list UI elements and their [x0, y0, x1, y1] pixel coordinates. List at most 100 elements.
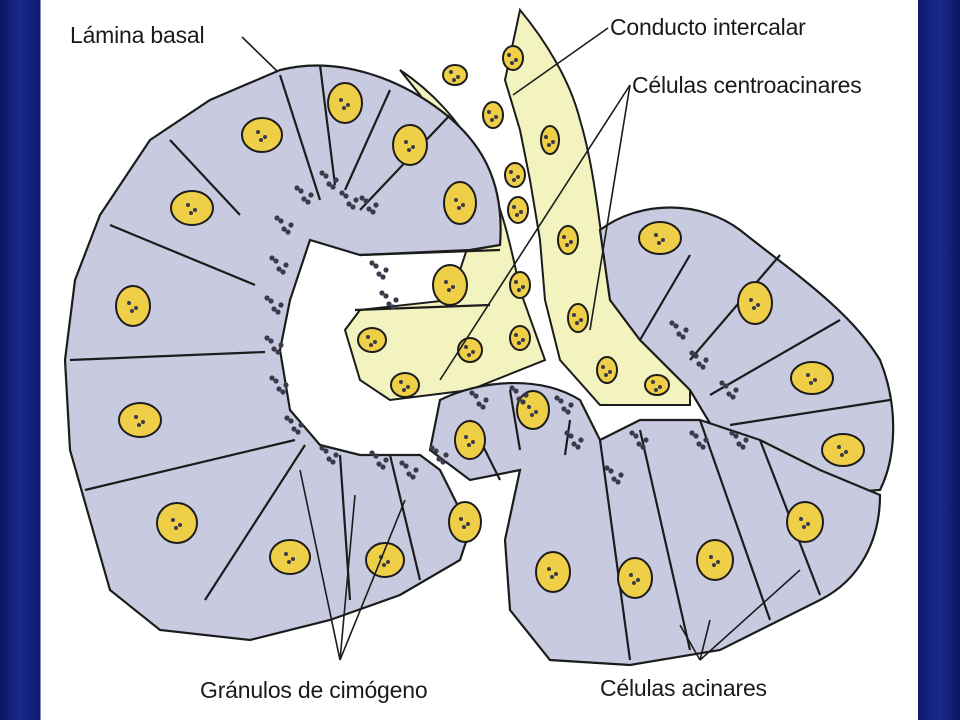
acinar-cell-divider	[359, 248, 501, 257]
nucleolus	[452, 78, 456, 82]
nucleolus	[339, 98, 343, 102]
nucleolus	[806, 373, 810, 377]
nucleolus	[127, 301, 131, 305]
acinar-cell-nucleus	[443, 181, 477, 225]
nucleolus	[456, 75, 460, 79]
nucleolus	[521, 285, 525, 289]
zymogen-granule	[509, 385, 515, 391]
acinar-cell-divider	[354, 303, 491, 312]
zymogen-granules	[127, 53, 848, 585]
zymogen-granule	[733, 387, 739, 393]
zymogen-granule	[288, 222, 294, 228]
zymogen-granule	[640, 444, 646, 450]
acinar-cell-nucleus	[535, 551, 571, 593]
zymogen-granule	[743, 437, 749, 443]
zymogen-granule	[370, 209, 376, 215]
zymogen-granule	[568, 402, 574, 408]
zymogen-granule	[476, 401, 482, 407]
zymogen-granule	[283, 382, 289, 388]
zymogen-granule	[379, 290, 385, 296]
zymogen-granule	[268, 338, 274, 344]
zymogen-granule	[288, 418, 294, 424]
zymogen-granule	[703, 437, 709, 443]
acinar-cell-nucleus	[516, 390, 550, 430]
nucleolus	[514, 333, 518, 337]
zymogen-granule	[330, 459, 336, 465]
zymogen-granule	[326, 181, 332, 187]
zymogen-granule	[429, 445, 435, 451]
zymogen-granule	[696, 361, 702, 367]
zymogen-granule	[283, 262, 289, 268]
zymogen-granule	[298, 188, 304, 194]
zymogen-granule	[693, 433, 699, 439]
zymogen-granule	[298, 422, 304, 428]
zymogen-granule	[273, 258, 279, 264]
leader-acinares-3	[699, 569, 801, 661]
nucleolus	[284, 552, 288, 556]
nucleolus	[517, 288, 521, 292]
acinar-cell-divider	[689, 254, 781, 361]
nucleolus	[654, 388, 658, 392]
zymogen-granule	[393, 297, 399, 303]
nucleolus	[399, 380, 403, 384]
zymogen-granule	[276, 386, 282, 392]
zymogen-granule	[346, 201, 352, 207]
duct-cell-nucleus	[567, 303, 589, 333]
acinar-cell-divider	[508, 389, 522, 451]
nucleolus	[137, 423, 141, 427]
duct-cell-nucleus	[557, 225, 579, 255]
nucleolus	[658, 385, 662, 389]
nucleolus	[134, 306, 138, 310]
zymogen-granule	[568, 433, 574, 439]
nucleolus	[632, 581, 636, 585]
nucleolus	[287, 560, 291, 564]
acinus-bottom	[428, 381, 882, 667]
zymogen-granule	[696, 441, 702, 447]
zymogen-granule	[469, 390, 475, 396]
acinar-cell-nucleus	[170, 190, 214, 226]
duct-cell-nucleus	[509, 271, 531, 299]
zymogen-granule	[608, 468, 614, 474]
zymogen-granule	[369, 450, 375, 456]
nucleolus	[512, 205, 516, 209]
nucleolus	[514, 280, 518, 284]
nucleolus	[259, 138, 263, 142]
acinar-cell-divider	[598, 439, 632, 661]
leader-centroacinares-1	[439, 84, 631, 381]
zymogen-granule	[278, 218, 284, 224]
zymogen-granule	[673, 323, 679, 329]
nucleolus	[709, 555, 713, 559]
zymogen-granule	[271, 306, 277, 312]
acinar-cell-nucleus	[115, 285, 151, 327]
zymogen-granule	[274, 215, 280, 221]
nucleolus	[514, 58, 518, 62]
leader-granulos-1	[299, 469, 341, 661]
nucleolus	[515, 213, 519, 217]
zymogen-granule	[726, 391, 732, 397]
zymogen-granule	[275, 309, 281, 315]
label-conducto-intercalar: Conducto intercalar	[610, 14, 806, 40]
nucleolus	[451, 285, 455, 289]
zymogen-granule	[343, 193, 349, 199]
nucleolus	[134, 415, 138, 419]
zymogen-granule	[483, 397, 489, 403]
nucleolus	[749, 298, 753, 302]
nucleolus	[407, 148, 411, 152]
nucleolus	[178, 523, 182, 527]
zymogen-granule	[730, 394, 736, 400]
zymogen-granule	[264, 295, 270, 301]
nucleolus	[551, 140, 555, 144]
zymogen-granule	[373, 263, 379, 269]
zymogen-granule	[611, 476, 617, 482]
duct-cell-nucleus	[644, 374, 670, 396]
nucleolus	[554, 572, 558, 576]
nucleolus	[471, 350, 475, 354]
nucleolus	[494, 115, 498, 119]
acinar-cell-nucleus	[696, 539, 734, 581]
leader-granulos-3	[339, 499, 406, 661]
nucleolus	[752, 306, 756, 310]
acinar-cell-divider	[69, 350, 266, 362]
intercalated-duct-right-wall	[503, 7, 691, 406]
nucleolus	[174, 526, 178, 530]
zymogen-granule	[554, 395, 560, 401]
